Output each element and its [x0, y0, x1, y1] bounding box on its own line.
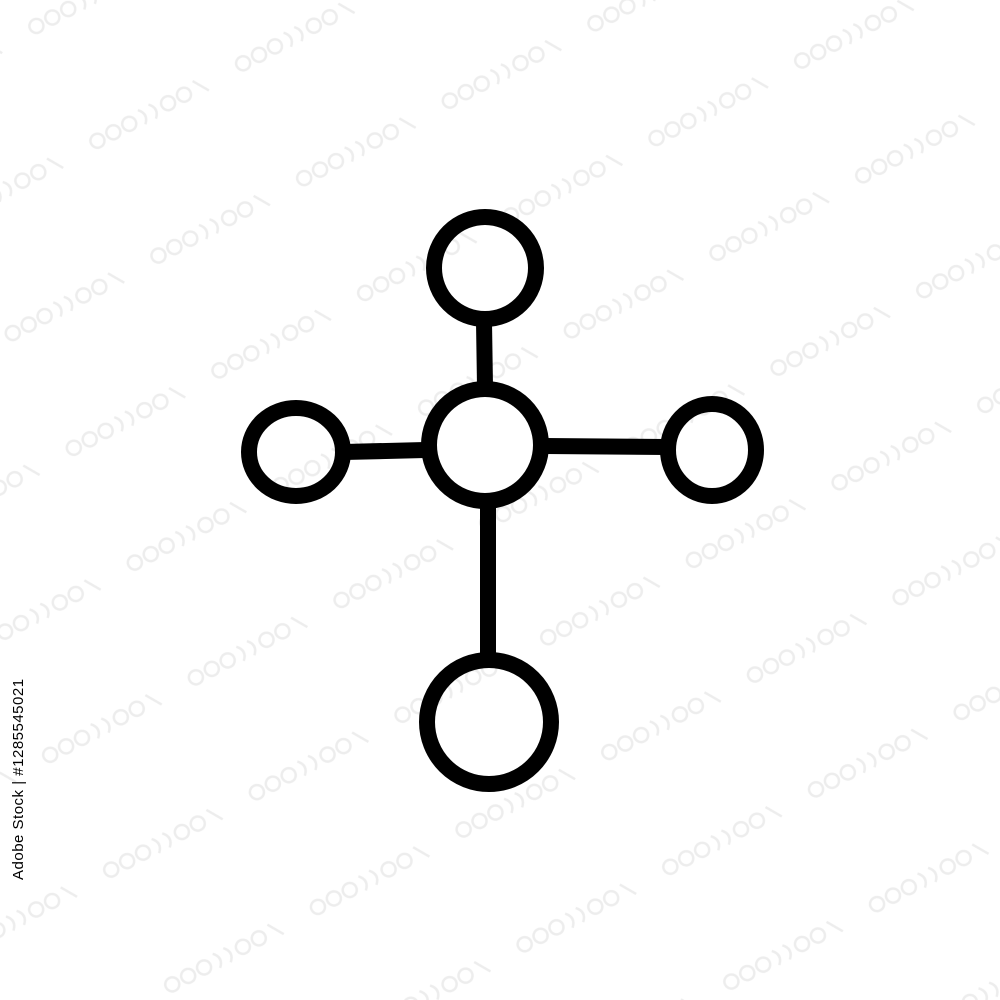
connector-top — [476, 321, 493, 387]
right-node — [660, 396, 764, 504]
hub-node — [421, 381, 549, 509]
top-node — [426, 209, 544, 327]
stock-id-label: Adobe Stock | #1285545021 — [10, 678, 27, 880]
connector-left — [343, 442, 426, 460]
left-node — [241, 400, 351, 504]
bottom-node — [419, 652, 559, 792]
connector-right — [544, 438, 667, 455]
